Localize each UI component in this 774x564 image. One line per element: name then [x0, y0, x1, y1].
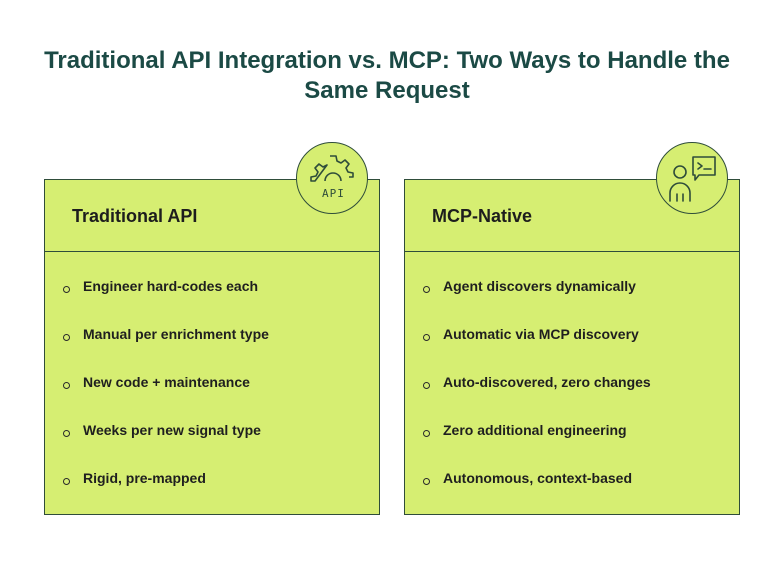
item-text: Rigid, pre-mapped — [83, 470, 206, 486]
card-title: MCP-Native — [432, 206, 533, 226]
bullet-icon — [63, 286, 70, 293]
list-item: Engineer hard-codes each — [45, 278, 379, 298]
title-line-2: Same Request — [304, 77, 470, 104]
page-title: Traditional API Integration vs. MCP: Two… — [0, 46, 774, 106]
list-item: Rigid, pre-mapped — [45, 470, 379, 490]
item-text: Engineer hard-codes each — [83, 278, 259, 294]
gear-api-icon — [310, 155, 354, 182]
api-label: API — [322, 187, 345, 200]
item-text: Weeks per new signal type — [83, 422, 261, 438]
api-badge: API — [296, 142, 368, 214]
list-item: Weeks per new signal type — [45, 422, 379, 442]
item-text: Auto-discovered, zero changes — [443, 374, 651, 390]
list-item: Manual per enrichment type — [45, 326, 379, 346]
title-line-1: Traditional API Integration vs. MCP: Two… — [44, 47, 730, 74]
list-item: Zero additional engineering — [405, 422, 739, 442]
list-item: Auto-discovered, zero changes — [405, 374, 739, 394]
bullet-icon — [63, 334, 70, 341]
item-text: Zero additional engineering — [443, 422, 627, 438]
list-item: New code + maintenance — [45, 374, 379, 394]
list-item: Autonomous, context-based — [405, 470, 739, 490]
list-item: Agent discovers dynamically — [405, 278, 739, 298]
card-header: MCP-Native — [405, 180, 739, 252]
item-text: Agent discovers dynamically — [443, 278, 636, 294]
item-text: Manual per enrichment type — [83, 326, 269, 342]
traditional-api-card: Traditional API Engineer hard-codes each… — [44, 179, 380, 515]
mcp-badge — [656, 142, 728, 214]
person-terminal-icon — [669, 156, 716, 202]
item-text: New code + maintenance — [83, 374, 250, 390]
bullet-icon — [63, 430, 70, 437]
bullet-icon — [423, 334, 430, 341]
list-item: Automatic via MCP discovery — [405, 326, 739, 346]
bullet-icon — [423, 382, 430, 389]
item-text: Automatic via MCP discovery — [443, 326, 639, 342]
bullet-icon — [63, 382, 70, 389]
card-title: Traditional API — [72, 206, 198, 226]
card-header: Traditional API — [45, 180, 379, 252]
mcp-native-card: MCP-Native Agent discovers dynamically A… — [404, 179, 740, 515]
bullet-icon — [423, 430, 430, 437]
item-text: Autonomous, context-based — [443, 470, 633, 486]
bullet-icon — [63, 478, 70, 485]
bullet-icon — [423, 478, 430, 485]
bullet-icon — [423, 286, 430, 293]
